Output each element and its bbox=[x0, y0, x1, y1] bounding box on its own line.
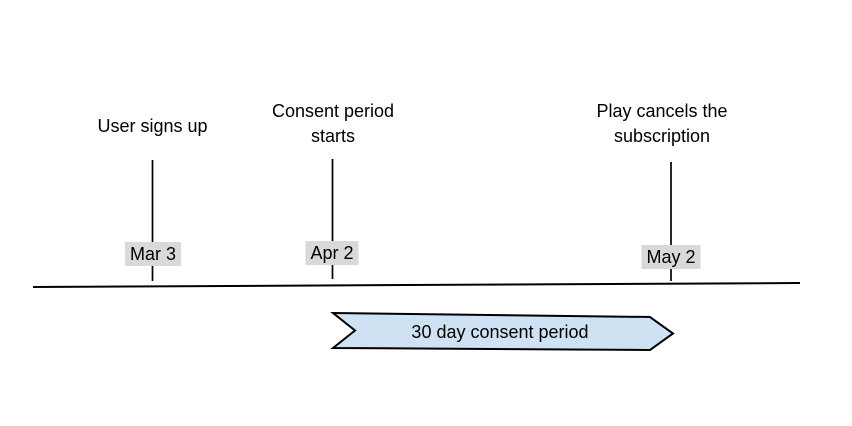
date-label-may-2: May 2 bbox=[641, 245, 701, 269]
consent-period-arrow bbox=[330, 311, 675, 352]
timeline-axis bbox=[32, 282, 801, 288]
event-label-consent-period-starts: Consent period starts bbox=[271, 101, 395, 146]
date-label-mar-3: Mar 3 bbox=[124, 242, 182, 266]
event-label-user-signs-up: User signs up bbox=[97, 116, 208, 136]
event-label-play-cancels-subscription: Play cancels the subscription bbox=[596, 101, 728, 146]
consent-period-banner-label: 30 day consent period bbox=[411, 322, 589, 342]
date-label-apr-2: Apr 2 bbox=[305, 241, 359, 265]
